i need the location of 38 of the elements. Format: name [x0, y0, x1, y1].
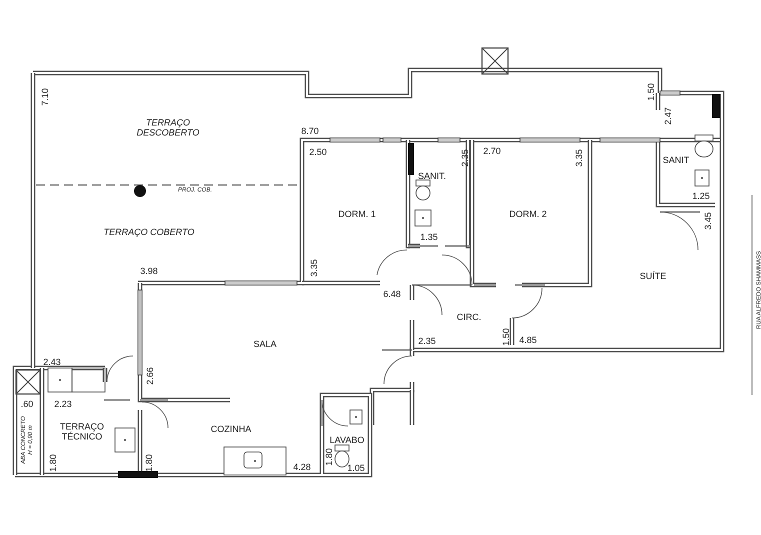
room-label: SUÍTE — [640, 270, 666, 282]
room-label: SANIT — [662, 154, 690, 166]
dimension-label: 3.45 — [702, 212, 714, 230]
room-label: DORM. 1 — [338, 208, 376, 220]
room-label: TERRAÇO COBERTO — [104, 226, 194, 238]
dimension-label: 3.35 — [308, 259, 320, 277]
room-label: LAVABO — [330, 434, 364, 446]
dimension-label: 4.85 — [519, 334, 537, 346]
dimension-label: 3.35 — [574, 149, 584, 167]
dimension-label: 1.80 — [144, 454, 154, 472]
dimension-label: 2.35 — [418, 336, 436, 346]
room-label: TERRAÇO TÉCNICO — [58, 422, 105, 442]
room-label: CIRC. — [456, 312, 482, 322]
room-label: COZINHA — [210, 424, 252, 434]
dimension-label: 2.43 — [43, 356, 61, 368]
room-label: DORM. 2 — [509, 208, 547, 220]
dimension-label: 1.25 — [692, 190, 710, 202]
dimension-label: 7.10 — [40, 88, 50, 106]
dimension-label: 1.80 — [324, 448, 334, 466]
dimension-label: 2.35 — [460, 149, 470, 167]
dimension-label: 2.66 — [144, 367, 156, 385]
dimension-label: 2.47 — [662, 107, 674, 125]
dimension-label: 3.98 — [140, 266, 158, 276]
dimension-label: 8.70 — [301, 126, 319, 136]
dimension-label: 1.35 — [420, 232, 438, 242]
dimension-label: 1.50 — [646, 83, 656, 101]
dimension-label: 4.28 — [293, 462, 311, 472]
dimension-label: 1.50 — [500, 328, 512, 346]
room-label: SALA — [254, 338, 276, 350]
dimension-label: 2.50 — [309, 146, 327, 158]
room-label: TERRAÇO DESCOBERTO — [136, 118, 200, 138]
dimension-label: 6.48 — [383, 288, 401, 300]
dimension-label: .60 — [20, 398, 34, 410]
dimension-label: 2.70 — [483, 146, 501, 156]
dimension-label: 2.23 — [54, 398, 72, 410]
dimension-label: 1.05 — [347, 462, 365, 474]
dimension-label: 1.80 — [48, 454, 58, 472]
room-label: SANIT. — [418, 170, 446, 182]
